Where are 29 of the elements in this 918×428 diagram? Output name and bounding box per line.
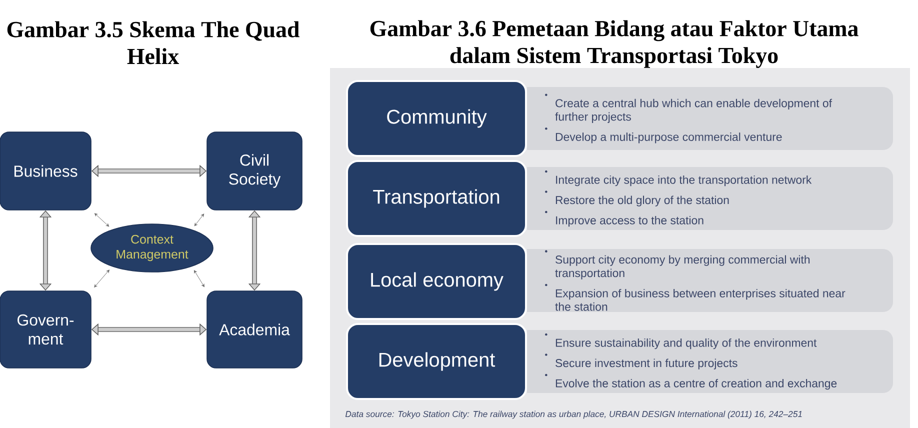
bullet-text: Create a central hub which can enable development of further projects — [555, 98, 832, 123]
bullet-panel — [527, 330, 893, 393]
arrow — [94, 213, 110, 227]
bullet-text: Expansion of business between enterprises situated near the station — [555, 288, 846, 311]
bullet-panel — [527, 249, 893, 312]
bullet-text: Integrate city space into the transportation network — [556, 175, 812, 186]
source-note: Data source: Tokyo Station City: The railway station as urban place, URBAN DESIGN International (2011) 16, 242–251 — [345, 410, 802, 419]
heading-box: Community — [346, 80, 527, 157]
figure-title: Gambar 3.5 Skema The Quad Helix — [7, 21, 300, 64]
bullet-text: Develop a multi-purpose commercial venture — [556, 132, 782, 144]
bullet-text: Secure investment in future projects — [556, 358, 738, 370]
bullet-text: Improve access to the station — [556, 216, 704, 227]
arrow — [194, 214, 204, 226]
bullet-panel — [527, 87, 893, 150]
figure-title: Gambar 3.6 Pemetaan Bidang atau Faktor Utama dalam Sistem Transportasi Tokyo — [370, 20, 858, 68]
bullet-panel — [527, 167, 893, 230]
rounded-box: Govern- ment — [0, 290, 92, 368]
heading-box: Local economy — [346, 243, 527, 320]
arrow — [94, 270, 110, 288]
bullet-text: Support city economy by merging commercial with transportation — [555, 255, 810, 280]
bullet-text: Restore the old glory of the station — [556, 196, 729, 206]
rounded-box: Business — [0, 132, 92, 210]
rounded-box: Academia — [206, 290, 302, 368]
bullet-text: Ensure sustainability and quality of the environment — [556, 338, 817, 350]
heading-box: Development — [346, 323, 527, 400]
heading-box: Transportation — [346, 160, 527, 237]
arrow — [194, 270, 204, 287]
rounded-box: Civil Society — [206, 132, 302, 210]
bullet-text: Evolve the station as a centre of creation and exchange — [556, 378, 837, 390]
